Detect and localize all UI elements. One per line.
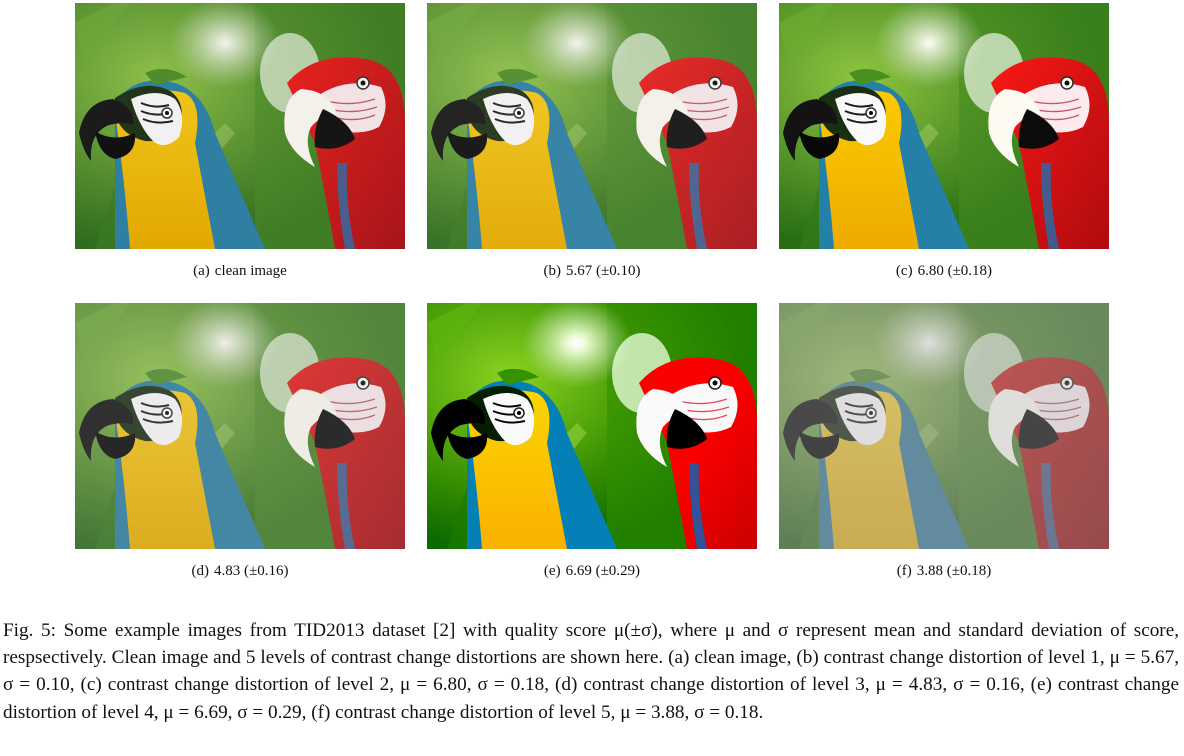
parrots-image: [75, 3, 405, 249]
subfigure-label: (a): [193, 263, 210, 279]
subfigure-text: 5.67 (±0.10): [566, 263, 641, 279]
subfigure-text: 6.69 (±0.29): [565, 563, 641, 579]
subfigure-caption: (b)5.67 (±0.10): [427, 261, 757, 281]
figure-caption-text: Some example images from TID2013 dataset…: [3, 620, 1180, 723]
parrots-image: [427, 3, 757, 249]
subfigure-text: 4.83 (±0.16): [214, 563, 289, 579]
subfigure-text: clean image: [214, 263, 287, 279]
subfigure-label: (f): [896, 563, 912, 579]
parrots-image: [427, 303, 757, 549]
subfigure-caption: (a)clean image: [75, 261, 405, 281]
subfigure-text: 3.88 (±0.18): [916, 563, 992, 579]
figure-caption-prefix: Fig. 5:: [3, 620, 56, 641]
subfigure-caption: (d)4.83 (±0.16): [75, 561, 405, 581]
subfigure-label: (b): [543, 263, 562, 279]
figure-caption: Fig. 5: Some example images from TID2013…: [3, 617, 1179, 726]
parrots-image: [779, 3, 1109, 249]
subfigure-caption: (f)3.88 (±0.18): [779, 561, 1109, 581]
subfigure-caption: (c)6.80 (±0.18): [779, 261, 1109, 281]
parrots-image: [779, 303, 1109, 549]
subfigure-text: 6.80 (±0.18): [917, 263, 993, 279]
subfigure-label: (c): [895, 263, 913, 279]
subfigure-label: (d): [191, 563, 210, 579]
parrots-image: [75, 303, 405, 549]
subfigure-label: (e): [543, 563, 561, 579]
subfigure-caption: (e)6.69 (±0.29): [427, 561, 757, 581]
